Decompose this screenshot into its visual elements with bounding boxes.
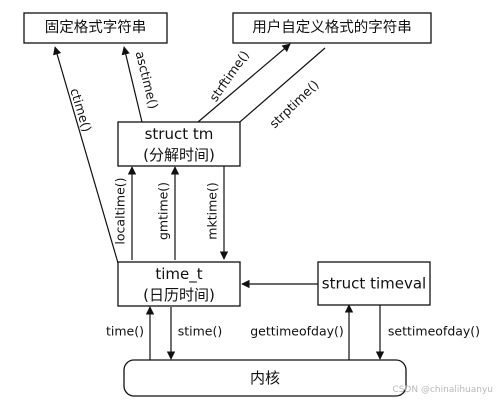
ctime-arrow (53, 46, 119, 264)
fixed-format-string-node: 固定格式字符串 (23, 12, 168, 44)
time-t-node: time_t (日历时间) (117, 261, 241, 307)
localtime-label: localtime() (113, 177, 128, 244)
struct-timeval-node: struct timeval (317, 261, 431, 306)
struct-tm-node: struct tm (分解时间) (117, 121, 241, 167)
gettimeofday-label: gettimeofday() (250, 324, 344, 339)
mktime-label: mktime() (205, 182, 220, 239)
asctime-arrow (121, 46, 143, 123)
user-format-string-node: 用户自定义格式的字符串 (232, 12, 432, 44)
stime-label: stime() (178, 324, 223, 339)
struct-tm-title: struct tm (145, 125, 214, 143)
strptime-label: strptime() (266, 77, 321, 131)
gmtime-label: gmtime() (156, 182, 171, 240)
kernel-label: 内核 (250, 369, 280, 387)
kernel-node: 内核 (123, 359, 407, 397)
csdn-watermark: CSDN @chinalihuanyu (392, 385, 493, 395)
time-t-title: time_t (155, 265, 202, 284)
strptime-arrow (225, 47, 326, 135)
ctime-label: ctime() (67, 86, 94, 133)
struct-tm-subtitle: (分解时间) (143, 146, 215, 164)
time-label: time() (106, 324, 144, 339)
user-format-string-label: 用户自定义格式的字符串 (252, 19, 412, 36)
fixed-format-string-label: 固定格式字符串 (45, 19, 147, 36)
settimeofday-label: settimeofday() (388, 324, 480, 339)
struct-timeval-label: struct timeval (322, 275, 426, 293)
strftime-arrow (197, 43, 291, 123)
time-t-subtitle: (日历时间) (143, 286, 215, 304)
